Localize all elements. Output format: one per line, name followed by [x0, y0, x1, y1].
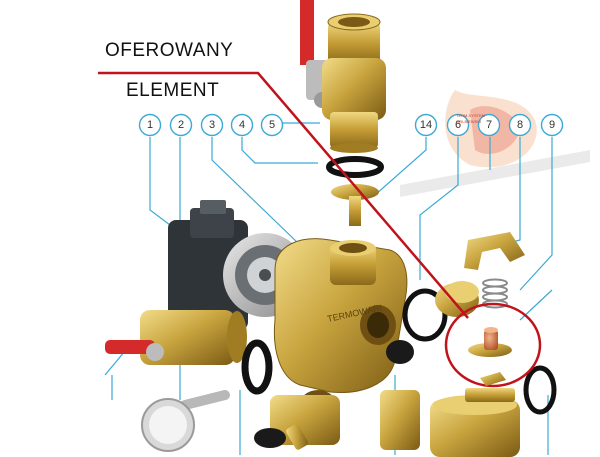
callout-7: 7	[477, 113, 501, 137]
callout-2: 2	[169, 113, 193, 137]
left-fitting-ball-valve	[105, 310, 247, 365]
callout-8: 8	[508, 113, 532, 137]
clip-7	[464, 232, 525, 270]
gasket-ring-4	[326, 156, 384, 178]
black-gaskets	[241, 288, 557, 415]
offered-element-label-line1: OFEROWANY	[105, 40, 234, 61]
black-gasket-disc	[386, 340, 414, 364]
bottom-fittings	[270, 388, 520, 457]
check-insert-14	[331, 184, 379, 226]
callout-label: 9	[549, 119, 555, 131]
callout-label: 8	[517, 119, 523, 131]
callout-9: 9	[540, 113, 564, 137]
small-bottom-parts	[286, 424, 308, 450]
callout-14: 14	[414, 113, 438, 137]
callout-label: 4	[239, 119, 245, 131]
watermark-text-line1: TERM-SYSTEM	[456, 113, 486, 118]
callout-label: 2	[178, 119, 184, 131]
watermark-logo	[400, 90, 590, 197]
callout-4: 4	[230, 113, 254, 137]
highlight-circle	[444, 302, 542, 388]
offered-element-label-line2: ELEMENT	[126, 80, 220, 101]
watermark-text-line2: GOLBIEWSKI	[456, 119, 482, 124]
callout-label: 14	[420, 119, 432, 131]
thermometer	[141, 390, 230, 452]
callout-3: 3	[200, 113, 224, 137]
highlight-leader-line	[98, 71, 469, 319]
callout-label: 1	[147, 119, 153, 131]
callout-label: 6	[455, 119, 461, 131]
callout-label: 7	[486, 119, 492, 131]
small-clip-bottom	[480, 372, 506, 386]
callout-label: 5	[269, 119, 275, 131]
callout-label: 3	[209, 119, 215, 131]
black-gasket-disc	[254, 428, 286, 448]
offered-check-valve	[468, 327, 512, 357]
callout-6: 6	[446, 113, 470, 137]
top-ball-valve	[300, 0, 386, 153]
callout-1: 1	[138, 113, 162, 137]
callout-circles: 1 2 3 4 5 14 6 7	[138, 113, 564, 137]
callout-5: 5	[260, 113, 284, 137]
